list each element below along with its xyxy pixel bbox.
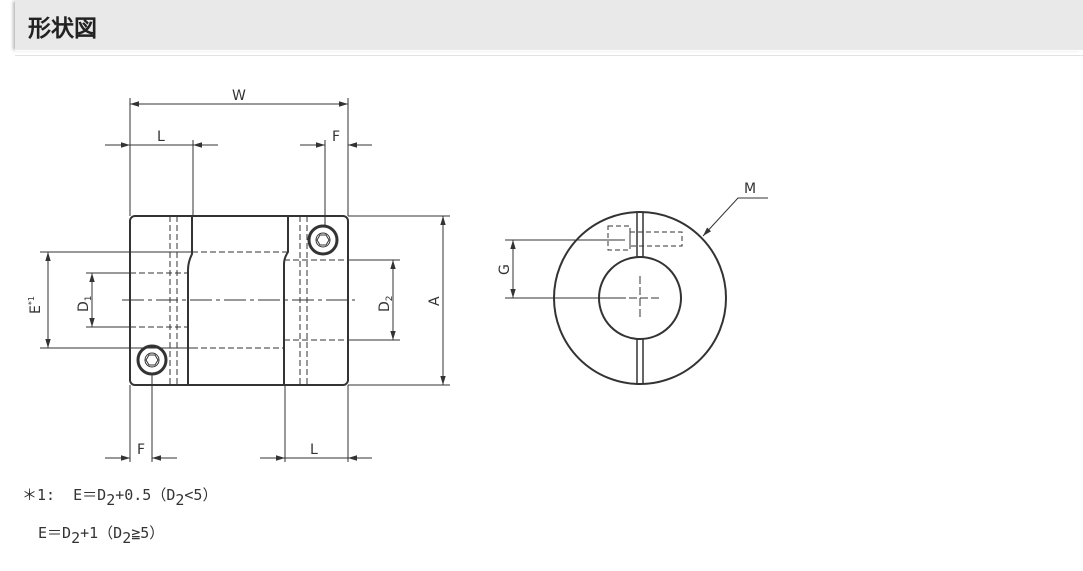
note-sub: 2 <box>175 491 185 509</box>
dim-label-f-top: F <box>332 129 340 145</box>
note-line-1: ＊1: E＝D2+0.5（D2<5） <box>22 484 218 508</box>
note-line-2: E＝D2+1（D2≧5） <box>38 522 165 546</box>
dim-label-f-bottom: F <box>137 442 145 458</box>
front-view <box>40 98 450 462</box>
divider <box>15 55 1083 56</box>
screw-icon <box>307 224 339 256</box>
dim-label-l-top: L <box>157 129 165 145</box>
note-text: E＝D <box>38 524 72 542</box>
dim-label-d1: D1 <box>76 295 94 312</box>
dim-label-a: A <box>427 296 443 306</box>
note-text: +0.5（D <box>115 486 176 504</box>
note-sub: 2 <box>122 529 132 547</box>
section-header: 形状図 <box>15 0 1083 51</box>
note-marker: ＊1: <box>22 486 56 504</box>
dim-label-m: M <box>744 181 756 197</box>
screw-icon <box>136 344 168 376</box>
note-text: +1（D <box>80 524 123 542</box>
section-title: 形状図 <box>28 16 97 42</box>
note-text: E＝D <box>73 486 107 504</box>
dim-label-g: G <box>497 264 513 275</box>
side-view <box>505 197 768 385</box>
note-sub: 2 <box>106 491 116 509</box>
note-text: ≧5） <box>131 524 165 542</box>
note-text: <5） <box>184 486 218 504</box>
dim-label-d2: D2 <box>377 295 395 312</box>
dim-label-e: E*1 <box>27 296 44 314</box>
dim-label-l-bottom: L <box>310 442 318 458</box>
dim-label-w: W <box>232 88 246 104</box>
note-sub: 2 <box>71 529 81 547</box>
